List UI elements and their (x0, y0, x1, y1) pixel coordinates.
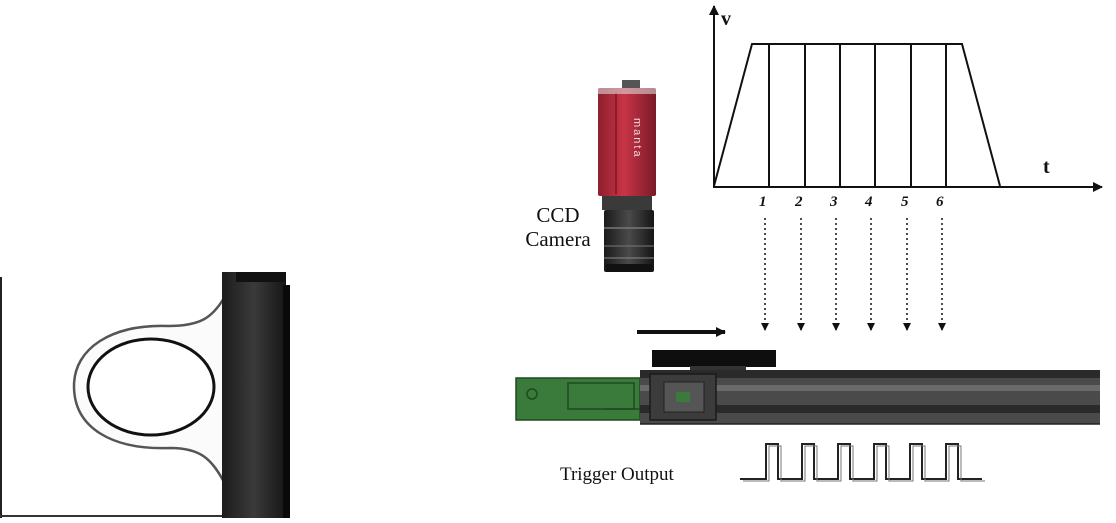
specimen-hole (86, 337, 216, 437)
camera-lens (604, 210, 654, 272)
trigger-tick-4: 4 (865, 194, 873, 210)
velocity-profile (713, 43, 1001, 187)
t-axis-label: t (1043, 156, 1050, 178)
camera-label-line1: CCD (536, 203, 580, 227)
trigger-tick-2: 2 (795, 194, 803, 210)
trigger-pulse-train (740, 443, 982, 480)
trigger-tick-3: 3 (830, 194, 838, 210)
trigger-pulse-shadow (743, 445, 985, 482)
camera-label-line2: Camera (525, 227, 591, 251)
camera-mount (602, 196, 652, 210)
v-axis-label: v (721, 8, 731, 30)
specimen-image (0, 272, 290, 518)
trigger-tick-6: 6 (936, 194, 944, 210)
trigger-tick-5: 5 (901, 194, 909, 210)
camera-brand: manta (631, 118, 643, 159)
trigger-lines (768, 44, 947, 187)
trigger-arrows (761, 218, 946, 331)
linear-stage (515, 350, 1100, 425)
green-carriage (516, 378, 640, 420)
specimen-block (222, 272, 286, 518)
trigger-tick-1: 1 (759, 194, 767, 210)
sample-plate (652, 350, 776, 367)
trigger-output-label: Trigger Output (560, 464, 674, 485)
velocity-plot (709, 5, 1103, 192)
camera-body (598, 88, 656, 196)
ccd-camera-icon: manta (598, 80, 656, 272)
camera-label: CCD Camera (510, 203, 606, 251)
